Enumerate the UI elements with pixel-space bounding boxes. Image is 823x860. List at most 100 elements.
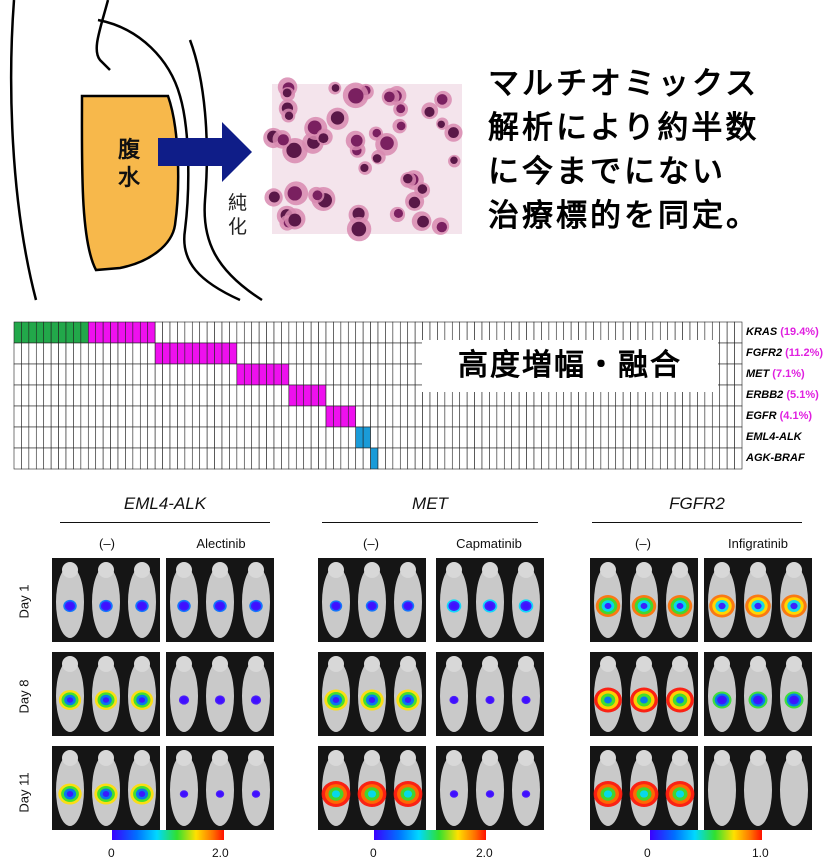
oncoprint-cell <box>295 363 305 386</box>
oncoprint-cell <box>407 447 416 470</box>
oncoprint-cell <box>607 426 617 449</box>
oncoprint-cell <box>139 342 149 365</box>
oncoprint-cell <box>80 342 89 365</box>
oncoprint-cell <box>489 405 498 428</box>
oncoprint-cell <box>377 447 386 470</box>
oncoprint-cell <box>734 405 743 428</box>
oncoprint-cell <box>474 426 483 449</box>
oncoprint-cell <box>13 342 22 365</box>
oncoprint-cell <box>407 363 416 386</box>
oncoprint-cell <box>719 342 728 365</box>
oncoprint-cell <box>645 426 654 449</box>
oncoprint-cell <box>726 321 735 344</box>
oncoprint-cell <box>125 447 134 470</box>
oncoprint-cell <box>689 426 698 449</box>
luminescence-signal <box>524 698 528 702</box>
oncoprint-cell <box>585 426 594 449</box>
oncoprint-cell <box>333 405 342 428</box>
scale-max: 2.0 <box>476 846 493 860</box>
condition-alectinib: Alectinib <box>196 536 246 551</box>
oncoprint-cell <box>407 342 416 365</box>
oncoprint-cell <box>392 342 401 365</box>
cell-nucleus <box>424 106 435 117</box>
oncoprint-cell <box>117 321 126 344</box>
oncoprint-cell <box>221 321 230 344</box>
oncoprint-cell <box>726 447 735 470</box>
luminescence-signal <box>102 697 110 703</box>
oncoprint-cell <box>87 405 97 428</box>
oncoprint-cell <box>110 405 119 428</box>
oncoprint-cell <box>110 447 119 470</box>
oncoprint-cell <box>318 363 327 386</box>
oncoprint-cell <box>281 321 290 344</box>
oncoprint-cell <box>58 321 67 344</box>
oncoprint-cell <box>719 384 728 407</box>
oncoprint-cell <box>325 447 334 470</box>
oncoprint-cell <box>117 363 126 386</box>
mouse-head <box>212 656 228 672</box>
oncoprint-cell <box>674 405 683 428</box>
oncoprint-cell <box>243 363 253 386</box>
oncoprint-cell <box>555 447 565 470</box>
oncoprint-cell <box>392 321 401 344</box>
oncoprint-cell <box>726 342 735 365</box>
luminescence-signal <box>524 792 528 796</box>
oncoprint-cell <box>95 321 104 344</box>
oncoprint-cell <box>199 342 208 365</box>
oncoprint-cell <box>526 447 535 470</box>
mouse-head <box>714 656 730 672</box>
luminescence-signal <box>603 790 613 798</box>
oncoprint-cell <box>214 342 223 365</box>
oncoprint-cell <box>340 363 349 386</box>
oncoprint-cell <box>206 405 215 428</box>
oncoprint-cell <box>87 426 97 449</box>
mouse-head <box>750 562 766 578</box>
cell-nucleus <box>417 184 428 194</box>
oncoprint-cell <box>102 426 111 449</box>
luminescence-signal <box>488 698 492 702</box>
oncoprint-cell <box>177 363 186 386</box>
oncoprint-cell <box>28 384 37 407</box>
oncoprint-cell <box>154 384 163 407</box>
mouse-head <box>364 656 380 672</box>
oncoprint-cell <box>87 447 97 470</box>
oncoprint-cell <box>251 426 260 449</box>
oncoprint-cell <box>295 321 305 344</box>
purify-label-line1: 純 <box>228 192 248 214</box>
oncoprint-cell <box>347 384 357 407</box>
oncoprint-cell <box>28 405 37 428</box>
oncoprint-cell <box>139 447 149 470</box>
mouse-head <box>518 656 534 672</box>
mouse-silhouette <box>242 754 270 826</box>
oncoprint-cell <box>333 321 342 344</box>
oncoprint-cell <box>273 405 282 428</box>
oncoprint-cell <box>303 405 312 428</box>
mouse-head <box>786 750 802 766</box>
oncoprint-cell <box>318 405 327 428</box>
oncoprint-cell <box>229 384 238 407</box>
cell-nucleus <box>268 191 280 203</box>
oncoprint-cell <box>73 426 82 449</box>
oncoprint-cell <box>58 405 67 428</box>
oncoprint-cell <box>13 426 22 449</box>
oncoprint-cell <box>325 384 334 407</box>
condition-infigratinib: Infigratinib <box>728 536 788 551</box>
luminescence-signal <box>451 604 457 608</box>
oncoprint-cell <box>117 342 126 365</box>
mouse-head <box>248 562 264 578</box>
panel-title-eml4-alk: EML4-ALK <box>123 494 207 513</box>
oncoprint-cell <box>125 363 134 386</box>
panel-title-met: MET <box>412 494 448 513</box>
oncoprint-cell <box>58 447 67 470</box>
oncoprint-cell <box>451 426 461 449</box>
oncoprint-cell <box>370 405 379 428</box>
luminescence-signal <box>523 604 529 608</box>
scale-max: 2.0 <box>212 846 229 860</box>
oncoprint-cell <box>377 426 386 449</box>
headline-line: 解析により約半数 <box>488 110 760 146</box>
oncoprint-cell <box>385 363 394 386</box>
oncoprint-cell <box>266 342 275 365</box>
oncoprint-cell <box>377 384 386 407</box>
oncoprint-cell <box>21 405 30 428</box>
oncoprint-cell <box>615 447 624 470</box>
